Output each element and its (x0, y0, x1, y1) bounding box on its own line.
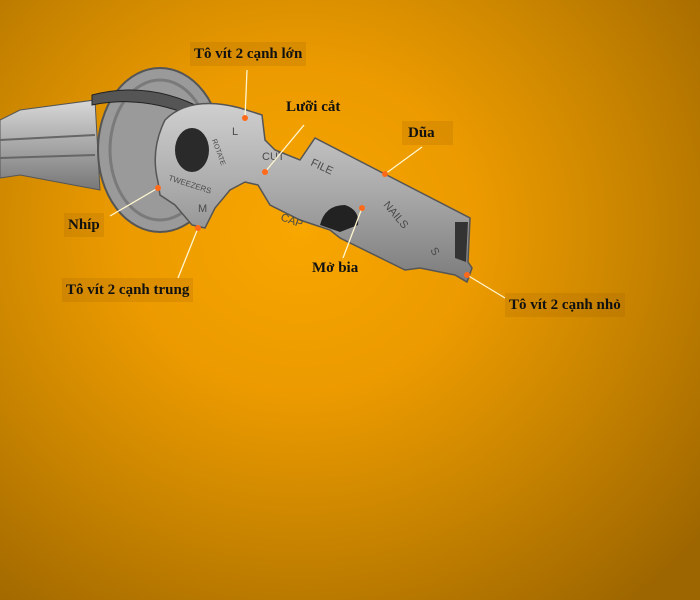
label-cutter: Lưỡi cắt (286, 99, 341, 115)
label-large-screwdriver: Tô vít 2 cạnh lớn (190, 42, 307, 66)
label-file: Dũa (402, 121, 453, 145)
keychain-multitool: L CUT FILE CAP NAILS S M TWEEZERS ROTATE (154, 102, 473, 284)
engraving-m: M (198, 203, 207, 215)
label-small-screwdriver: Tô vít 2 cạnh nhỏ (505, 293, 625, 317)
engraving-l: L (232, 126, 238, 138)
label-bottle-opener: Mở bia (312, 260, 359, 276)
marker-dots (155, 115, 470, 278)
leader-lines (109, 69, 506, 299)
label-medium-screwdriver: Tô vít 2 cạnh trung (62, 278, 194, 302)
label-tweezers: Nhíp (64, 213, 104, 237)
